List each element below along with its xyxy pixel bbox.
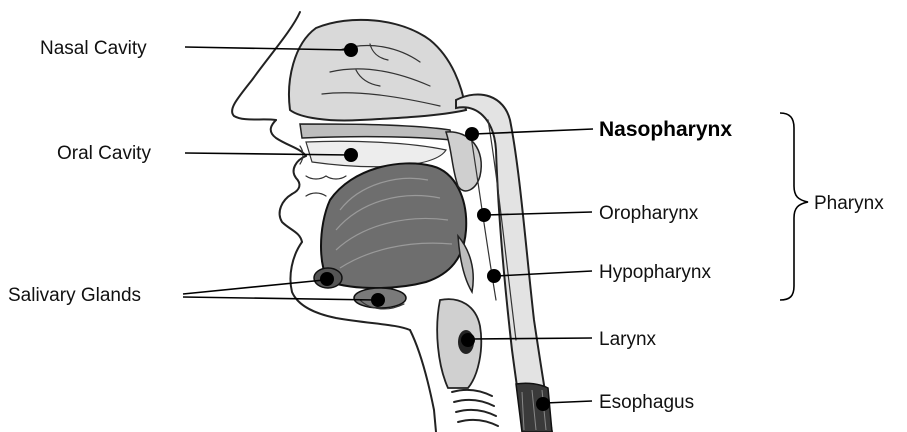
- leader-esophagus: [545, 401, 592, 403]
- label-hypopharynx: Hypopharynx: [599, 262, 711, 283]
- dot-oropharynx: [477, 208, 491, 222]
- pharynx-brace: [780, 113, 808, 300]
- label-larynx: Larynx: [599, 329, 657, 350]
- leader-salivary-glands-1: [183, 280, 324, 294]
- label-esophagus: Esophagus: [599, 392, 694, 413]
- label-nasal-cavity: Nasal Cavity: [40, 38, 147, 59]
- dot-hypopharynx: [487, 269, 501, 283]
- label-oropharynx: Oropharynx: [599, 203, 699, 224]
- anatomy-illustration: [232, 12, 552, 432]
- leader-larynx: [470, 338, 592, 339]
- label-salivary-glands: Salivary Glands: [8, 285, 141, 306]
- dot-nasal-cavity: [344, 43, 358, 57]
- leader-salivary-glands-2: [183, 297, 376, 300]
- label-oral-cavity: Oral Cavity: [57, 143, 151, 164]
- dot-nasopharynx: [465, 127, 479, 141]
- dot-salivary-glands-2: [371, 293, 385, 307]
- dot-oral-cavity: [344, 148, 358, 162]
- label-pharynx: Pharynx: [814, 193, 884, 214]
- dot-salivary-glands-1: [320, 272, 334, 286]
- dot-esophagus: [536, 397, 550, 411]
- label-nasopharynx: Nasopharynx: [599, 118, 732, 141]
- dot-larynx: [461, 333, 475, 347]
